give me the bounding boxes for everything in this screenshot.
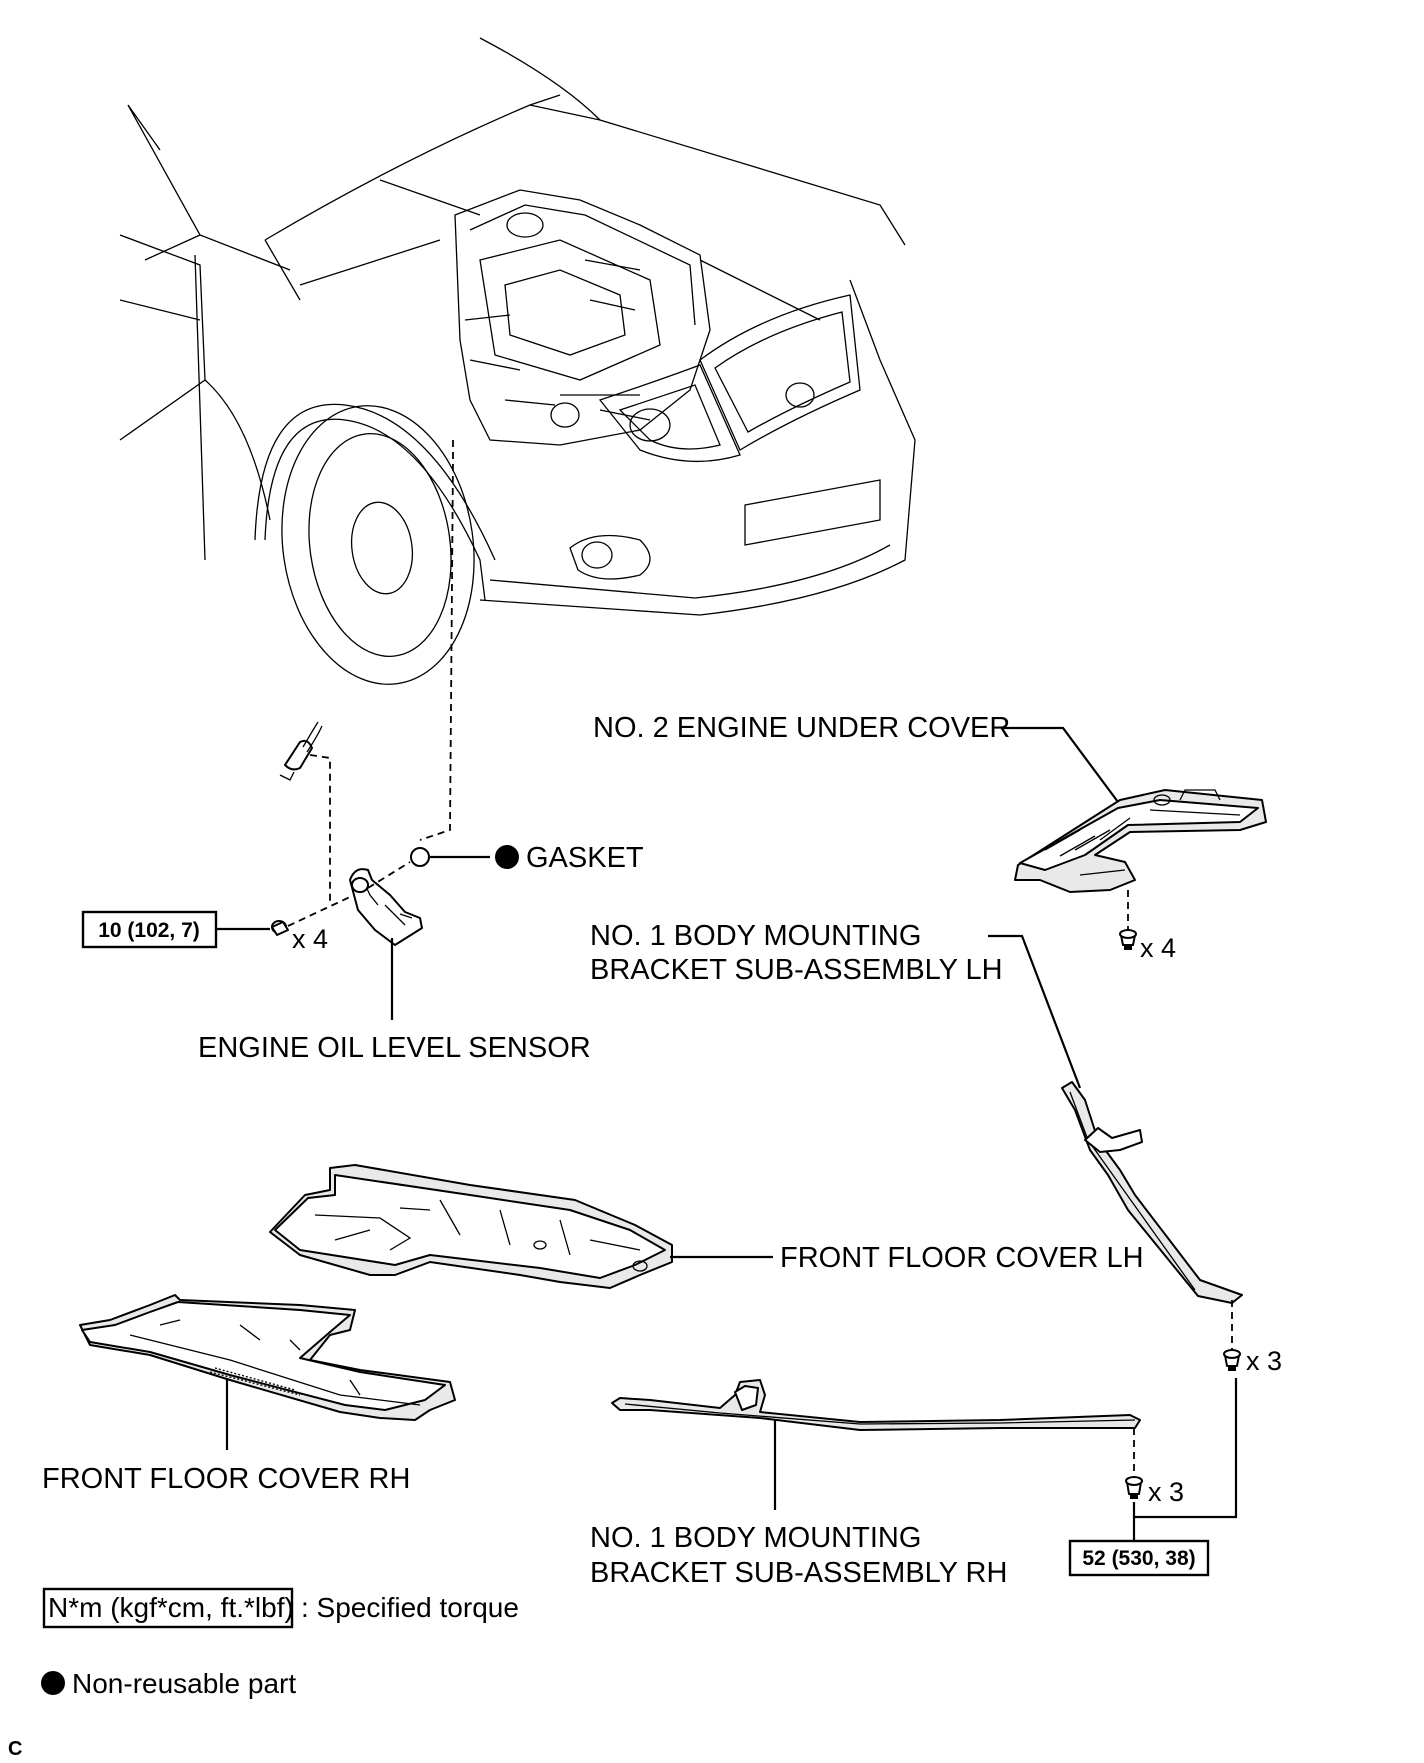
figure-code: C <box>8 1738 22 1760</box>
legend-non-reusable-icon <box>41 1671 65 1695</box>
engine-assembly <box>299 179 821 446</box>
torque-box-bracket: 52 (530, 38) <box>1068 1539 1210 1577</box>
no1-bracket-rh-label-line2: BRACKET SUB-ASSEMBLY RH <box>590 1557 1007 1589</box>
engine-to-sensor-dash <box>419 440 454 841</box>
front-floor-cover-lh-group: FRONT FLOOR COVER LH <box>269 1164 1144 1289</box>
no1-bracket-rh-label-line1: NO. 1 BODY MOUNTING <box>590 1522 921 1554</box>
no1-bracket-rh-group: NO. 1 BODY MOUNTING BRACKET SUB-ASSEMBLY… <box>590 1378 1238 1589</box>
no1-bracket-lh-group: NO. 1 BODY MOUNTING BRACKET SUB-ASSEMBLY… <box>590 920 1282 1376</box>
sensor-bolt-icon <box>271 920 289 936</box>
bracket-rh-bolt-qty: x 3 <box>1148 1477 1184 1507</box>
sensor-connector <box>279 721 323 781</box>
torque-box-sensor: 10 (102, 7) <box>81 910 218 949</box>
no2-engine-under-cover-part <box>1014 789 1267 893</box>
front-floor-cover-rh-group: FRONT FLOOR COVER RH <box>42 1294 456 1495</box>
no2-engine-under-cover-group: NO. 2 ENGINE UNDER COVER x 4 <box>593 712 1267 963</box>
front-floor-cover-lh-label: FRONT FLOOR COVER LH <box>780 1242 1144 1274</box>
no2-under-cover-label: NO. 2 ENGINE UNDER COVER <box>593 712 1010 744</box>
front-floor-cover-lh-part <box>269 1164 673 1289</box>
torque-bracket-value: 52 (530, 38) <box>1082 1547 1195 1570</box>
legend-non-reusable: Non-reusable part <box>72 1668 296 1699</box>
gasket-label: GASKET <box>526 842 644 874</box>
oil-level-sensor-group: GASKET 10 (102, 7) x 4 ENGINE OIL LEVEL … <box>81 721 644 1064</box>
bracket-lh-bolt-icon <box>1223 1349 1241 1371</box>
bracket-lh-bolt-qty: x 3 <box>1246 1346 1282 1376</box>
torque-sensor-value: 10 (102, 7) <box>98 919 200 942</box>
under-cover-bolt-qty: x 4 <box>1140 933 1176 963</box>
legend: N*m (kgf*cm, ft.*lbf) : Specified torque… <box>41 1587 519 1699</box>
engine-oil-level-sensor-part <box>349 868 423 946</box>
gasket-ring-icon <box>410 847 430 867</box>
no1-bracket-rh-part <box>611 1379 1141 1431</box>
front-floor-cover-rh-label: FRONT FLOOR COVER RH <box>42 1463 410 1495</box>
vehicle-front-illustration <box>119 37 916 841</box>
front-floor-cover-rh-part <box>79 1294 456 1421</box>
no1-bracket-lh-label-line2: BRACKET SUB-ASSEMBLY LH <box>590 954 1003 986</box>
oil-level-sensor-label: ENGINE OIL LEVEL SENSOR <box>198 1032 591 1064</box>
legend-torque-units: N*m (kgf*cm, ft.*lbf) <box>48 1592 294 1623</box>
no1-bracket-lh-part <box>1061 1081 1243 1304</box>
bracket-rh-bolt-icon <box>1125 1476 1143 1499</box>
legend-torque-meaning: : Specified torque <box>301 1592 519 1623</box>
under-cover-bolt-icon <box>1119 929 1137 950</box>
sensor-bolt-qty: x 4 <box>292 924 328 954</box>
non-reusable-marker-icon <box>495 845 519 869</box>
no1-bracket-lh-label-line1: NO. 1 BODY MOUNTING <box>590 920 921 952</box>
